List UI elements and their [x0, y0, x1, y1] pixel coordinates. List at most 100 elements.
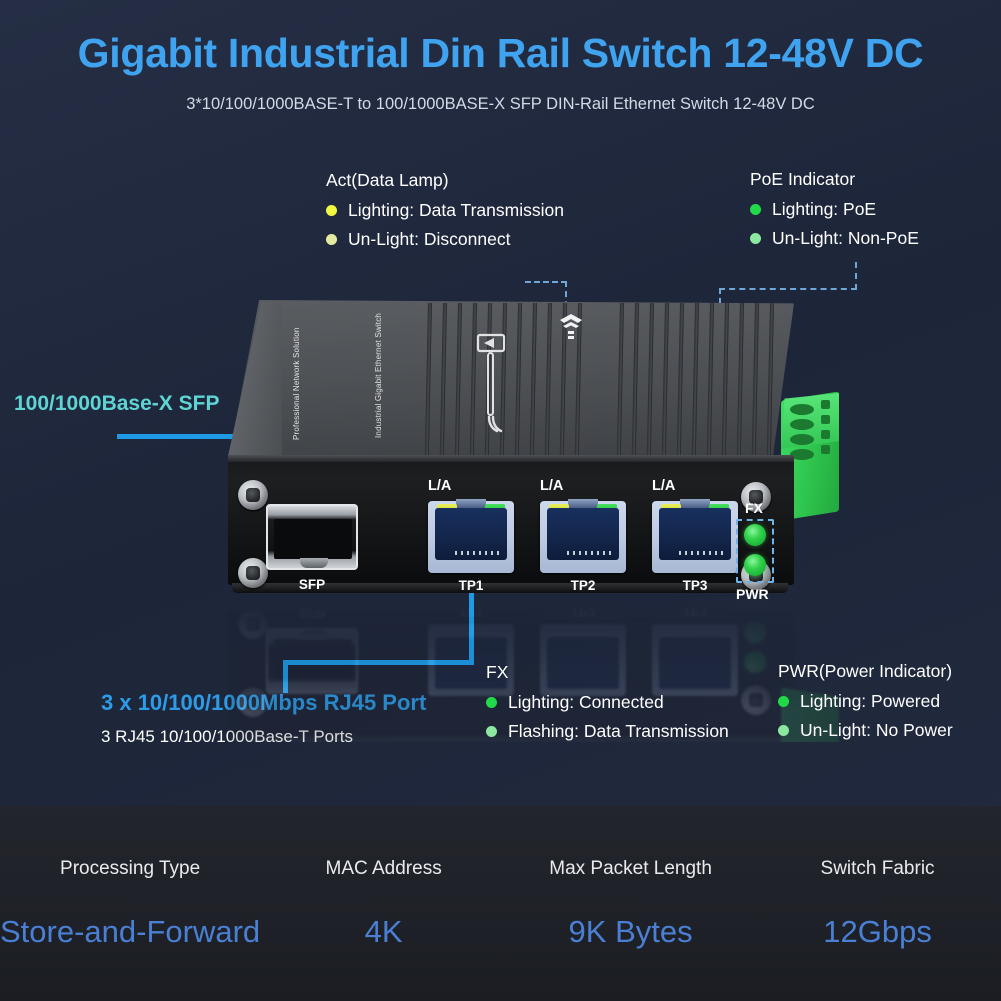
rj45-callout-sublabel: 3 RJ45 10/100/1000Base-T Ports	[101, 727, 354, 746]
callout-fx-row-0-text: Lighting: Connected	[508, 692, 664, 712]
reflection-screw	[741, 685, 771, 715]
terminal-hole	[790, 404, 814, 415]
device-pwr-led-label: PWR	[736, 586, 769, 602]
rj45-cavity	[547, 508, 619, 560]
la-label-tp3: L/A	[652, 478, 676, 494]
device-top-surface	[228, 300, 794, 468]
callout-pwr-row-0: Lighting: Powered	[778, 691, 953, 712]
device-front-top-highlight	[228, 455, 794, 462]
terminal-hole	[790, 449, 814, 460]
terminal-screw-slot	[821, 430, 830, 439]
reflection-led	[744, 651, 766, 673]
rj45-cavity	[659, 508, 731, 560]
rj45-port-tp3[interactable]	[652, 499, 738, 573]
fx-pwr-highlight-box	[736, 519, 774, 583]
pwr-status-led-icon	[744, 554, 766, 576]
leader-rj45-vertical-upper	[469, 543, 474, 663]
callout-fx-title: FX	[486, 662, 509, 682]
callout-pwr: PWR(Power Indicator) Lighting: Powered U…	[778, 661, 953, 749]
rj45-cavity	[435, 508, 507, 560]
led-dot-icon	[326, 234, 337, 245]
spec-column-max-packet-length: Max Packet Length 9K Bytes	[507, 806, 754, 1001]
callout-poe-indicator: PoE Indicator Lighting: PoE Un-Light: No…	[750, 169, 919, 257]
callout-poe-title: PoE Indicator	[750, 169, 856, 189]
leader-sfp-horizontal	[117, 434, 307, 439]
spec-value: 4K	[364, 913, 403, 949]
sfp-port-opening	[274, 519, 352, 559]
la-label-tp1: L/A	[428, 478, 452, 494]
leader-dash-poe-horizontal	[719, 288, 857, 290]
callout-pwr-row-0-text: Lighting: Powered	[800, 691, 941, 711]
callout-act-row-0: Lighting: Data Transmission	[326, 200, 564, 221]
la-label-tp2: L/A	[540, 478, 564, 494]
spec-value: 9K Bytes	[568, 913, 693, 949]
page-subtitle: 3*10/100/1000BASE-T to 100/1000BASE-X SF…	[186, 95, 815, 113]
device-silkscreen-icon	[476, 333, 506, 433]
terminal-screw-slot	[821, 445, 830, 454]
leader-dash-poe-vertical-right	[855, 262, 857, 290]
terminal-screw-slot	[821, 415, 830, 424]
mounting-screw	[238, 558, 268, 588]
port-label-tp1: TP1	[458, 578, 484, 593]
specification-bar: Processing Type Store-and-Forward MAC Ad…	[0, 806, 1001, 1001]
callout-pwr-title: PWR(Power Indicator)	[778, 661, 953, 681]
callout-act-data-lamp: Act(Data Lamp) Lighting: Data Transmissi…	[326, 170, 564, 258]
led-dot-icon	[326, 205, 337, 216]
callout-pwr-row-1-text: Un-Light: No Power	[800, 720, 953, 740]
spec-label: Processing Type	[60, 857, 201, 879]
callout-pwr-row-1: Un-Light: No Power	[778, 720, 953, 741]
callout-fx-row-1-text: Flashing: Data Transmission	[508, 721, 729, 741]
led-dot-icon	[750, 204, 761, 215]
leader-rj45-vertical-lower	[283, 660, 288, 693]
led-dot-icon	[486, 726, 497, 737]
callout-fx: FX Lighting: Connected Flashing: Data Tr…	[486, 662, 729, 750]
sfp-callout-label: 100/1000Base-X SFP	[14, 392, 220, 415]
spec-column-processing-type: Processing Type Store-and-Forward	[0, 806, 260, 1001]
device-bottom-edge	[232, 583, 788, 593]
terminal-hole	[790, 434, 814, 445]
port-label-tp2: TP2	[570, 578, 596, 593]
spec-label: Max Packet Length	[549, 857, 712, 879]
spec-label: Switch Fabric	[820, 857, 935, 879]
led-dot-icon	[750, 233, 761, 244]
rj45-pins	[679, 551, 725, 555]
leader-dash-act-horizontal	[525, 281, 567, 283]
device-heatsink-fins	[228, 300, 794, 468]
product-device-image: Professional Network Solution Industrial…	[228, 300, 848, 630]
terminal-screw-slot	[821, 400, 830, 409]
rj45-pins	[567, 551, 613, 555]
mounting-screw	[741, 482, 771, 512]
sfp-port-label: SFP	[298, 577, 326, 592]
fx-status-led-icon	[744, 524, 766, 546]
callout-poe-row-0: Lighting: PoE	[750, 199, 919, 220]
spec-column-mac-address: MAC Address 4K	[260, 806, 507, 1001]
callout-poe-row-1: Un-Light: Non-PoE	[750, 228, 919, 249]
sfp-port-cage[interactable]	[266, 504, 358, 570]
rj45-callout-label: 3 x 10/100/1000Mbps RJ45 Port	[101, 690, 427, 715]
callout-poe-row-0-text: Lighting: PoE	[772, 199, 877, 219]
led-dot-icon	[778, 725, 789, 736]
spec-value: Store-and-Forward	[0, 913, 261, 949]
device-top-text-right: Industrial Gigabit Ethernet Switch	[374, 312, 383, 438]
led-dot-icon	[486, 697, 497, 708]
spec-label: MAC Address	[325, 857, 442, 879]
rj45-port-tp2[interactable]	[540, 499, 626, 573]
callout-act-row-1: Un-Light: Disconnect	[326, 229, 564, 250]
page-title: Gigabit Industrial Din Rail Switch 12-48…	[77, 30, 924, 76]
sfp-latch-tab	[300, 558, 328, 568]
callout-act-row-0-text: Lighting: Data Transmission	[348, 200, 564, 220]
callout-act-row-1-text: Un-Light: Disconnect	[348, 229, 511, 249]
callout-act-title: Act(Data Lamp)	[326, 170, 449, 190]
callout-poe-row-1-text: Un-Light: Non-PoE	[772, 228, 919, 248]
rj45-port-tp1[interactable]	[428, 499, 514, 573]
led-dot-icon	[778, 696, 789, 707]
rj45-pins	[455, 551, 501, 555]
spec-column-switch-fabric: Switch Fabric 12Gbps	[754, 806, 1001, 1001]
port-label-tp3: TP3	[682, 578, 708, 593]
mounting-screw	[238, 480, 268, 510]
terminal-hole	[790, 419, 814, 430]
callout-fx-row-0: Lighting: Connected	[486, 692, 729, 713]
leader-rj45-horizontal	[283, 660, 474, 665]
callout-fx-row-1: Flashing: Data Transmission	[486, 721, 729, 742]
